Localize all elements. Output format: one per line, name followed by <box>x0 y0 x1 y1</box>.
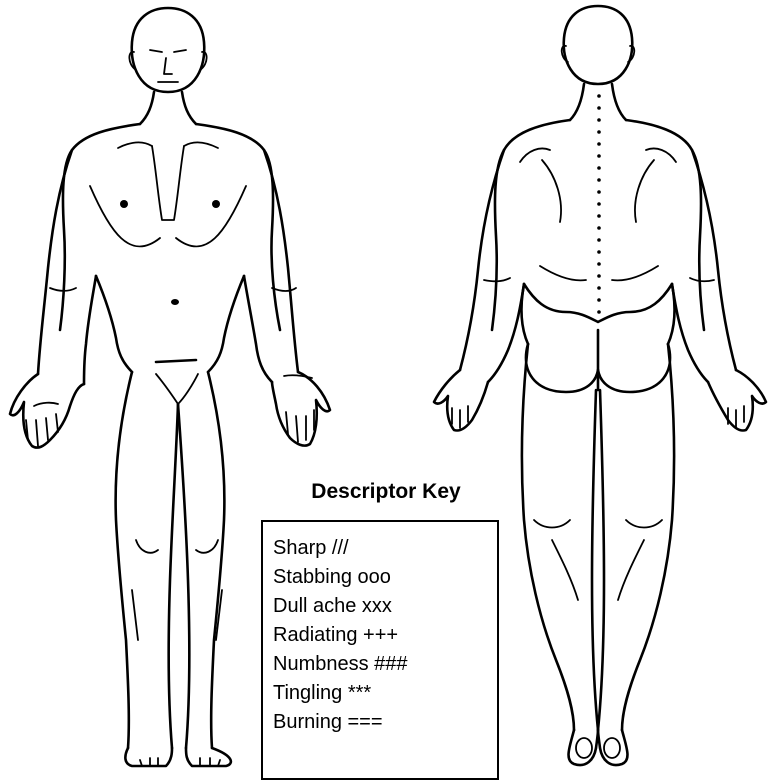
descriptor-item-numbness: Numbness ### <box>273 650 497 679</box>
descriptor-item-tingling: Tingling *** <box>273 679 497 708</box>
descriptor-item-dull-ache: Dull ache xxx <box>273 592 497 621</box>
descriptor-key-list: Sharp /// Stabbing ooo Dull ache xxx Rad… <box>263 522 497 737</box>
spine-dots <box>597 94 601 314</box>
descriptor-key-title: Descriptor Key <box>286 480 486 504</box>
descriptor-key-box: Sharp /// Stabbing ooo Dull ache xxx Rad… <box>261 520 499 780</box>
descriptor-item-stabbing: Stabbing ooo <box>273 563 497 592</box>
descriptor-item-sharp: Sharp /// <box>273 534 497 563</box>
descriptor-item-burning: Burning === <box>273 708 497 737</box>
descriptor-item-radiating: Radiating +++ <box>273 621 497 650</box>
